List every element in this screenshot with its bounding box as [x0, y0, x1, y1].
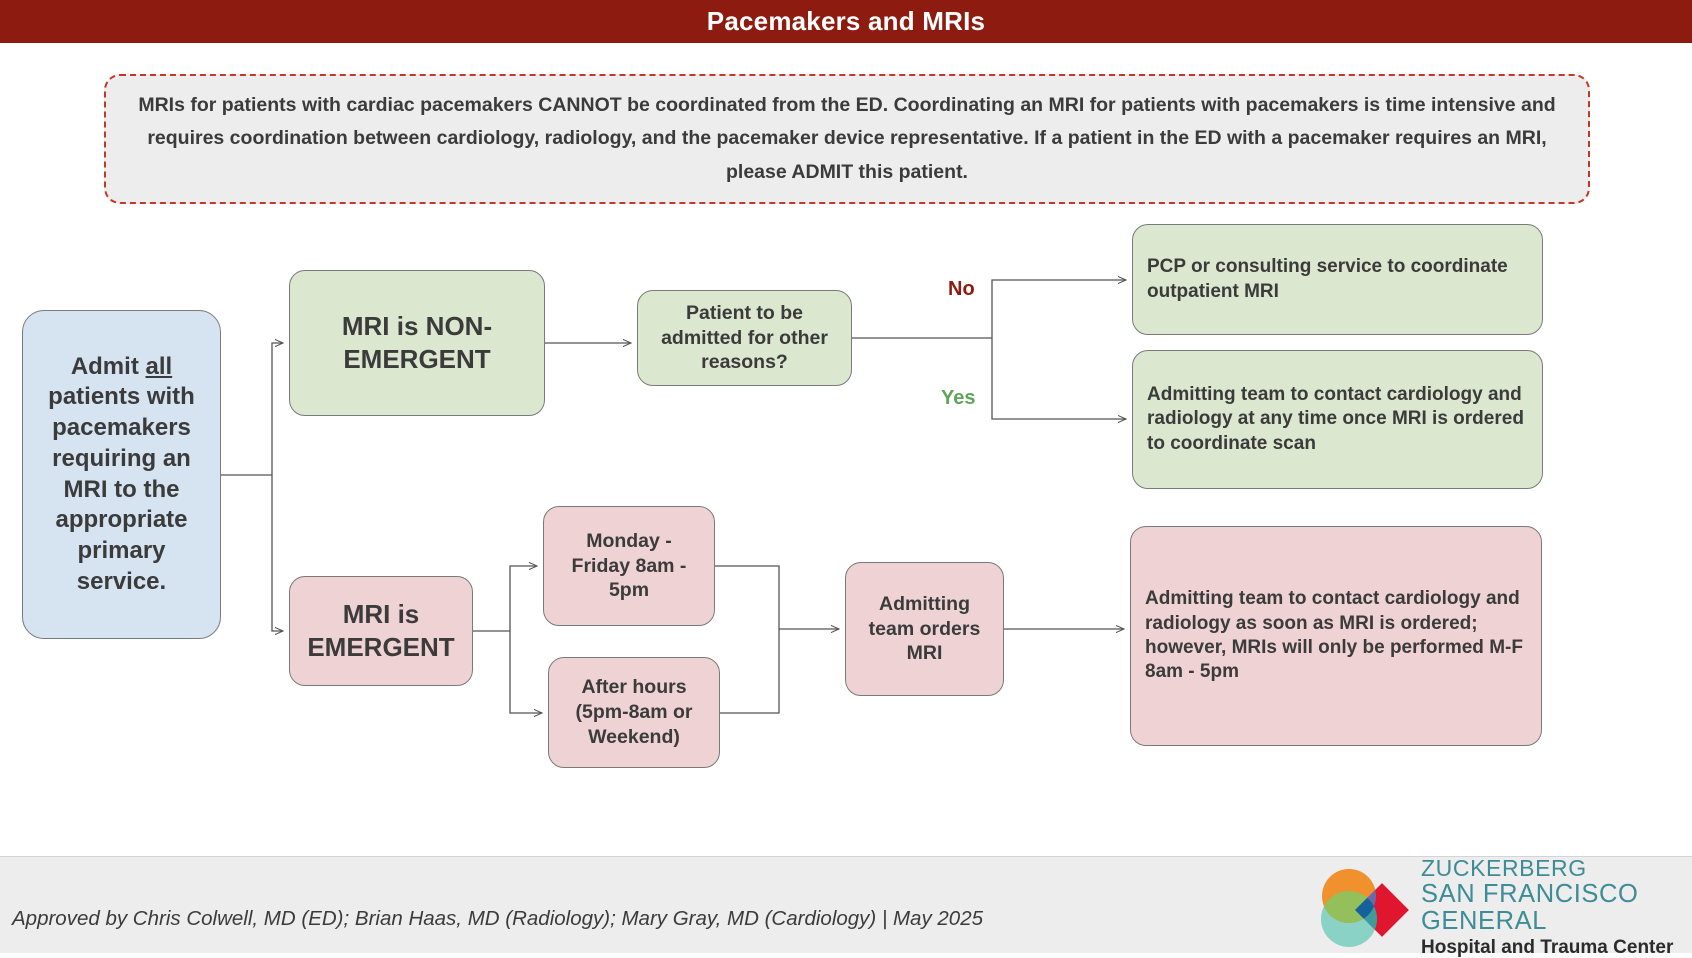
zsfg-logo-mark-icon: [1321, 869, 1409, 947]
node-admit-all-patients-label: Admit all patients with pacemakers requi…: [48, 352, 195, 595]
warning-callout: MRIs for patients with cardiac pacemaker…: [104, 74, 1590, 204]
node-after-hours-label: After hours (5pm-8am or Weekend): [575, 676, 693, 748]
node-mri-emergent-label: MRI is EMERGENT: [307, 598, 455, 662]
node-mri-emergent[interactable]: MRI is EMERGENT: [289, 576, 473, 686]
node-contact-cardiology-asap-label: Admitting team to contact cardiology and…: [1145, 588, 1523, 683]
zsfg-logo: ZUCKERBERG SAN FRANCISCO GENERAL Hospita…: [1308, 855, 1688, 957]
node-admitting-team-orders-mri-label: Admitting team orders MRI: [868, 592, 981, 665]
page-title: Pacemakers and MRIs: [706, 6, 986, 36]
node-admit-all-patients[interactable]: Admit all patients with pacemakers requi…: [22, 310, 221, 639]
page-header: Pacemakers and MRIs: [0, 0, 1692, 43]
node-contact-cardiology-asap[interactable]: Admitting team to contact cardiology and…: [1130, 526, 1542, 746]
node-mri-non-emergent-label: MRI is NON-EMERGENT: [341, 310, 493, 374]
node-pcp-outpatient-mri[interactable]: PCP or consulting service to coordinate …: [1132, 224, 1543, 335]
approval-credit-text: Approved by Chris Colwell, MD (ED); Bria…: [12, 907, 983, 930]
node-pcp-outpatient-mri-label: PCP or consulting service to coordinate …: [1147, 256, 1508, 302]
node-after-hours[interactable]: After hours (5pm-8am or Weekend): [548, 657, 720, 768]
flowchart-canvas: Admit all patients with pacemakers requi…: [0, 210, 1692, 850]
zsfg-logo-text: ZUCKERBERG SAN FRANCISCO GENERAL Hospita…: [1421, 854, 1688, 958]
edge-label-yes: Yes: [941, 387, 976, 409]
edge-label-no: No: [948, 278, 975, 300]
node-monday-friday-hours-label: Monday - Friday 8am - 5pm: [571, 529, 687, 602]
node-patient-admitted-question[interactable]: Patient to be admitted for other reasons…: [637, 290, 852, 386]
zsfg-logo-line2: SAN FRANCISCO GENERAL: [1421, 879, 1639, 936]
node-patient-admitted-question-label: Patient to be admitted for other reasons…: [661, 301, 828, 374]
node-mri-non-emergent[interactable]: MRI is NON-EMERGENT: [289, 270, 545, 416]
zsfg-logo-line3: Hospital and Trauma Center: [1421, 936, 1674, 958]
page-footer: Approved by Chris Colwell, MD (ED); Bria…: [0, 855, 1692, 957]
node-contact-cardiology-any-time[interactable]: Admitting team to contact cardiology and…: [1132, 350, 1543, 489]
zsfg-logo-line1: ZUCKERBERG: [1421, 854, 1587, 881]
warning-text: MRIs for patients with cardiac pacemaker…: [138, 93, 1556, 183]
node-contact-cardiology-any-time-label: Admitting team to contact cardiology and…: [1147, 384, 1524, 454]
node-admitting-team-orders-mri[interactable]: Admitting team orders MRI: [845, 562, 1004, 696]
node-monday-friday-hours[interactable]: Monday - Friday 8am - 5pm: [543, 506, 715, 626]
